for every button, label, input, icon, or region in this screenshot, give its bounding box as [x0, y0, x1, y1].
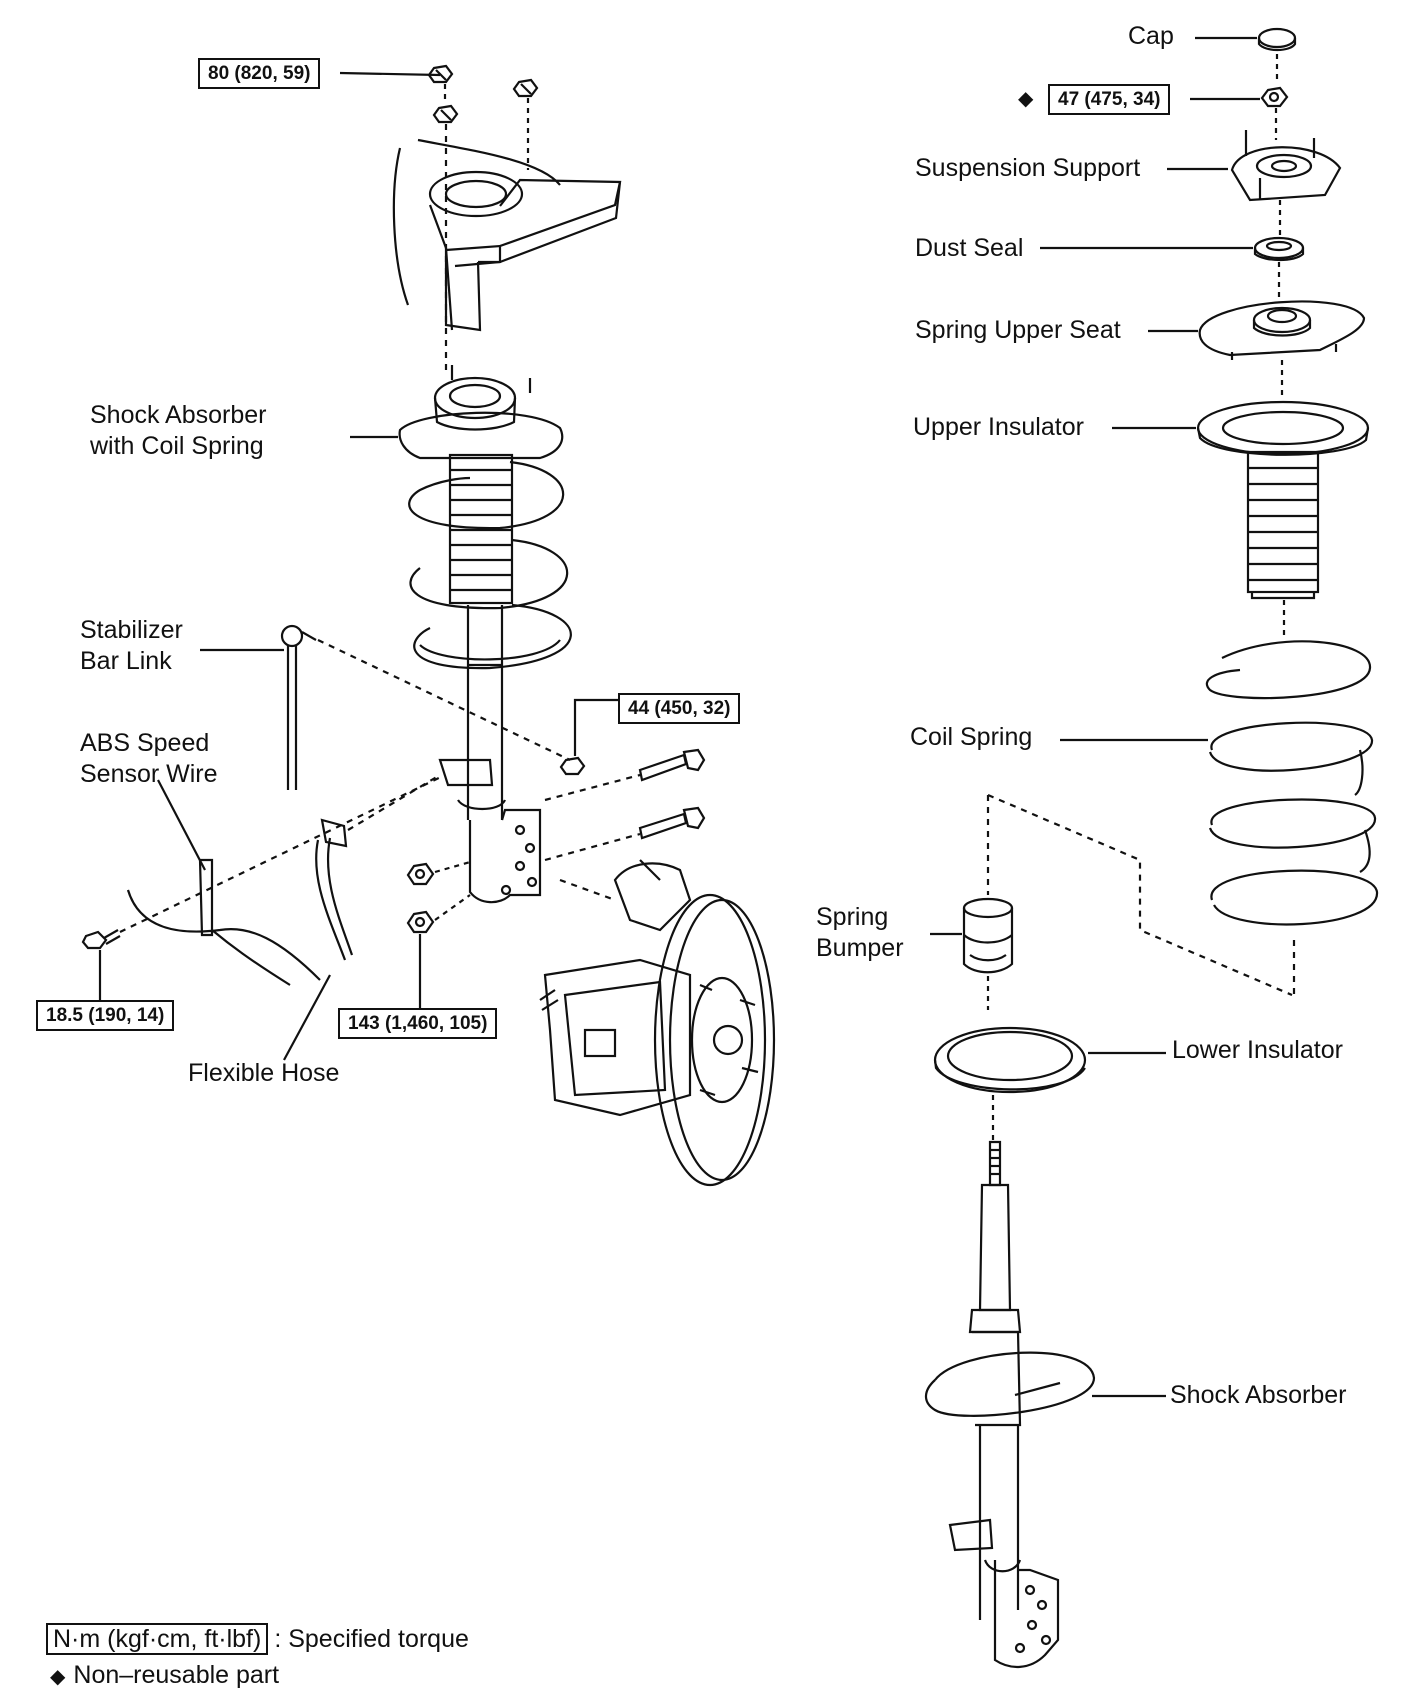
label-dust-seal: Dust Seal	[915, 234, 1024, 262]
strut-with-coil-spring	[398, 365, 572, 904]
steering-knuckle-brake-assembly	[539, 859, 776, 1187]
leader-torque-80	[339, 71, 441, 77]
spring-upper-seat-part	[1198, 300, 1366, 360]
torque-box-abs-bracket-bolt: 18.5 (190, 14)	[36, 1000, 175, 1031]
label-spring-upper-seat: Spring Upper Seat	[915, 316, 1121, 344]
label-coil-spring: Coil Spring	[910, 723, 1033, 751]
label-flexible-hose: Flexible Hose	[188, 1059, 340, 1087]
label-spring-bumper: Spring Bumper	[816, 903, 904, 962]
abs-speed-sensor-wire-part	[126, 858, 321, 986]
abs-bracket-bolt	[81, 929, 121, 950]
knuckle-nut	[406, 862, 435, 886]
non-reusable-diamond-icon: ◆	[50, 1666, 66, 1688]
torque-box-knuckle-bolts: 143 (1,460, 105)	[338, 1008, 498, 1039]
spring-bumper-part	[962, 897, 1014, 974]
knuckle-bolt	[638, 748, 706, 782]
leader-torque-44	[573, 698, 618, 756]
coil-spring-part	[1205, 640, 1379, 926]
knuckle-nut	[406, 910, 435, 934]
suspension-support-part	[1230, 130, 1342, 202]
non-reusable-marker-icon: ◆	[1018, 88, 1034, 110]
flexible-hose-part	[315, 818, 354, 961]
suspension-support-nut	[1260, 86, 1289, 108]
legend-torque-unit-box: N·m (kgf·cm, ft·lbf)	[46, 1623, 269, 1655]
upper-mount-nut	[432, 104, 459, 124]
label-lower-insulator: Lower Insulator	[1172, 1036, 1343, 1064]
legend-torque-text: : Specified torque	[274, 1625, 469, 1653]
leader-flexible-hose	[283, 974, 331, 1061]
upper-mount-nut	[512, 78, 539, 98]
torque-box-upper-mount-nuts: 80 (820, 59)	[198, 58, 321, 89]
label-cap: Cap	[1128, 22, 1174, 50]
label-stabilizer-bar-link: Stabilizer Bar Link	[80, 616, 183, 675]
torque-box-suspension-support-nut: 47 (475, 34)	[1048, 84, 1171, 115]
dust-seal-part	[1253, 236, 1305, 262]
label-shock-absorber-with-coil-spring: Shock Absorber with Coil Spring	[90, 401, 267, 460]
label-abs-speed-sensor-wire: ABS Speed Sensor Wire	[80, 729, 218, 788]
legend-non-reusable-text: Non–reusable part	[73, 1661, 280, 1689]
label-shock-absorber: Shock Absorber	[1170, 1381, 1347, 1409]
stabilizer-link-nut	[559, 756, 586, 776]
label-upper-insulator: Upper Insulator	[913, 413, 1084, 441]
stabilizer-bar-link-part	[280, 624, 317, 790]
torque-box-stabilizer-link-nut: 44 (450, 32)	[618, 693, 741, 724]
legend-specified-torque: N·m (kgf·cm, ft·lbf): Specified torque	[46, 1623, 469, 1655]
upper-insulator-part	[1196, 400, 1370, 600]
upper-mount-nut	[427, 64, 454, 84]
shock-absorber-part	[924, 1140, 1096, 1668]
label-suspension-support: Suspension Support	[915, 154, 1141, 182]
leader-abs-wire	[157, 779, 206, 871]
body-strut-tower	[392, 138, 622, 332]
lower-insulator-part	[933, 1026, 1087, 1094]
legend-non-reusable: ◆ Non–reusable part	[50, 1660, 279, 1692]
knuckle-bolt	[638, 806, 706, 840]
cap-part	[1257, 27, 1297, 52]
